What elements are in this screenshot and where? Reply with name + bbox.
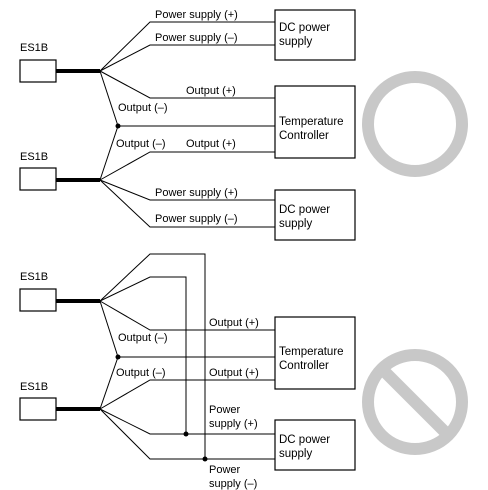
top-dc-box-2-line-2: supply — [279, 218, 312, 230]
bottom-label-ps-plus-line-1: Power — [209, 404, 241, 416]
top-wire-ps-minus-2 — [99, 179, 275, 228]
bottom-temperature-controller — [274, 316, 356, 390]
bottom-label-ps-minus-line-1: Power — [209, 464, 241, 476]
top-label-ps-minus-1: Power supply (–) — [155, 32, 238, 44]
top-label-out-minus-2: Output (–) — [116, 138, 166, 150]
correct-wiring-diagram: ES1B ES1B DC power supply Temperature Co… — [19, 9, 468, 241]
bottom-junction-dot-ps-plus — [183, 431, 189, 437]
top-dc-box-2-line-1: DC power — [279, 204, 330, 216]
top-temperature-controller — [274, 85, 356, 159]
bottom-label-ps-plus-line-2: supply (+) — [209, 418, 258, 430]
bottom-wire-out-minus-2 — [99, 356, 119, 410]
top-label-out-minus-1: Output (–) — [118, 102, 168, 114]
bottom-temp-box-line-1: Temperature — [279, 346, 344, 358]
top-wire-ps-plus-2 — [99, 179, 275, 201]
top-sensor-1 — [19, 59, 57, 83]
bottom-sensor-2-label: ES1B — [20, 381, 48, 393]
bottom-junction-dot-out — [115, 354, 121, 360]
bottom-wire-out-minus-1 — [99, 300, 119, 358]
top-dc-power-supply-1 — [274, 9, 356, 61]
bottom-label-out-plus-1: Output (+) — [209, 317, 259, 329]
bottom-sensor-1-label: ES1B — [20, 271, 48, 283]
bottom-wire-ps-minus-from-sensor-1 — [99, 253, 275, 460]
bottom-label-out-minus-1: Output (–) — [118, 332, 168, 344]
top-junction-dot — [115, 123, 121, 129]
top-label-out-plus-1: Output (+) — [186, 85, 236, 97]
top-dc-box-1-line-1: DC power — [279, 22, 330, 34]
bottom-dc-power-supply — [274, 419, 356, 471]
bottom-wire-out-plus-1 — [99, 300, 275, 331]
top-wire-ps-plus-1 — [99, 21, 275, 72]
bottom-label-out-plus-2: Output (+) — [209, 367, 259, 379]
bottom-temp-box-line-2: Controller — [279, 360, 329, 372]
bottom-wire-out-plus-2 — [99, 379, 275, 410]
top-wire-out-plus-1 — [99, 70, 275, 99]
incorrect-wiring-diagram: ES1B ES1B Temperature Controller DC powe… — [19, 253, 468, 490]
top-wire-ps-minus-1 — [99, 44, 275, 72]
top-dc-box-1-line-2: supply — [279, 36, 312, 48]
top-temp-box-line-2: Controller — [279, 130, 329, 142]
top-temp-box-line-1: Temperature — [279, 116, 344, 128]
top-label-out-plus-2: Output (+) — [186, 138, 236, 150]
top-sensor-1-label: ES1B — [20, 42, 48, 54]
bottom-label-out-minus-2: Output (–) — [116, 367, 166, 379]
top-wire-out-minus-2 — [99, 125, 119, 181]
top-sensor-2 — [19, 167, 57, 191]
top-label-ps-plus-2: Power supply (+) — [155, 187, 238, 199]
bottom-label-ps-minus-line-2: supply (–) — [209, 478, 257, 490]
bottom-dc-box-line-1: DC power — [279, 434, 330, 446]
prohibited-icon — [362, 349, 468, 455]
top-sensor-2-label: ES1B — [20, 151, 48, 163]
top-wire-out-minus-1 — [99, 70, 119, 127]
bottom-wire-ps-minus-2 — [99, 408, 205, 460]
top-dc-power-supply-2 — [274, 189, 356, 241]
bottom-dc-box-line-2: supply — [279, 448, 312, 460]
top-label-ps-minus-2: Power supply (–) — [155, 213, 238, 225]
top-label-ps-plus-1: Power supply (+) — [155, 9, 238, 21]
bottom-sensor-2 — [19, 397, 57, 421]
bottom-wire-ps-plus-2 — [99, 408, 275, 435]
ok-circle-icon — [362, 71, 468, 177]
bottom-wire-ps-plus-from-sensor-1 — [99, 276, 187, 434]
bottom-junction-dot-ps-minus — [202, 456, 208, 462]
bottom-sensor-1 — [19, 288, 57, 312]
top-wire-out-plus-2 — [99, 151, 275, 181]
